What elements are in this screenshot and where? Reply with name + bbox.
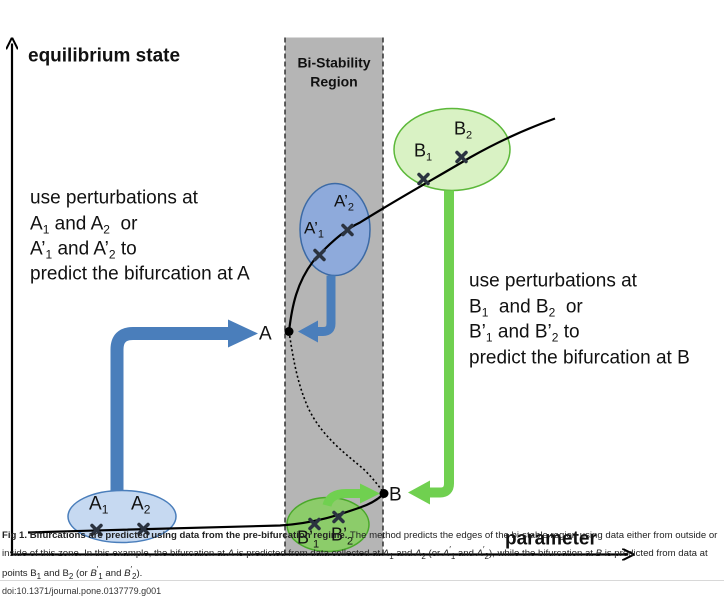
caption-text: is predicted from data at points B (2, 547, 708, 580)
caption-text: and (393, 547, 415, 559)
green-arrow-right (428, 190, 454, 498)
x-marker-a2 (137, 522, 150, 536)
caption-italic: A (476, 547, 484, 559)
separator-line (0, 580, 724, 581)
caption-sub: 2 (132, 572, 137, 582)
x-marker-b2 (455, 150, 468, 164)
label-b2-prime: B’2 (331, 525, 353, 548)
caption-sub: 2 (484, 551, 489, 561)
ellipse-b (393, 107, 511, 192)
region-label-line2: Region (310, 74, 357, 90)
green-arrow-right-head (408, 480, 430, 505)
x-marker-a1 (90, 523, 103, 537)
caption-sub: 1 (450, 551, 456, 561)
label-b1-prime: B’1 (297, 528, 319, 551)
right-text-line3: B’1 and B’2 to (469, 322, 580, 345)
region-label-line1: Bi-Stability (297, 55, 370, 71)
blue-arrow-left-head (228, 319, 258, 348)
point-a-label: A (259, 324, 272, 345)
right-text-line2: B1 and B2 or (469, 297, 583, 320)
point-a-dot (284, 327, 294, 336)
x-marker-a1-prime (313, 248, 326, 262)
left-text-line4: predict the bifurcation at A (30, 264, 250, 285)
x-marker-b2-prime (332, 510, 345, 524)
caption-sup: ′ (96, 565, 99, 575)
x-marker-a2-prime (341, 223, 354, 237)
label-a1: A1 (89, 494, 109, 517)
left-text-line2: A1 and A2 or (30, 214, 138, 237)
caption-text: and B (41, 568, 69, 580)
label-b2: B2 (454, 119, 472, 142)
caption-text: and (455, 547, 477, 559)
caption-sub: 1 (98, 572, 103, 582)
point-b-dot (379, 489, 389, 498)
blue-arrow-left (110, 327, 230, 491)
caption-text: and (102, 568, 125, 580)
caption-sub: 2 (68, 572, 74, 582)
caption-sup: ′ (483, 544, 485, 554)
caption-text: The method predicts the edges of the bi-… (2, 530, 718, 559)
caption-sup: ′ (130, 565, 133, 575)
right-text-block: use perturbations at B1 and B2 or B’1 an… (469, 271, 690, 369)
caption-text: ). (136, 568, 143, 580)
caption-italic: B (124, 568, 131, 580)
upper-branch (287, 117, 556, 332)
label-a1-prime: A’1 (304, 219, 324, 241)
green-arrow-left (322, 489, 362, 507)
caption-italic: A (382, 547, 390, 559)
x-marker-b1-prime (308, 517, 321, 531)
caption-italic: B (595, 547, 603, 559)
left-text-line1: use perturbations at (30, 188, 199, 209)
caption-sup: ′ (449, 544, 451, 554)
caption-text: (or (73, 568, 91, 580)
left-text-block: use perturbations at A1 and A2 or A’1 an… (30, 188, 250, 285)
caption-text: (or (425, 547, 443, 559)
caption-text: ), while the bifurcation at (488, 547, 596, 559)
caption-sub: 2 (421, 551, 426, 561)
blue-arrow-right-head (298, 320, 318, 343)
green-arrow-left-head (360, 483, 380, 504)
doi-link[interactable]: doi:10.1371/journal.pone.0137779.g001 (2, 586, 162, 596)
caption-italic: A (442, 547, 450, 559)
y-axis-label: equilibrium state (28, 46, 180, 67)
x-marker-b1 (417, 172, 430, 186)
caption-text: is predicted from data collected at (234, 547, 383, 559)
left-text-line3: A’1 and A’2 to (30, 239, 137, 262)
label-b1: B1 (414, 141, 432, 164)
label-a2: A2 (131, 494, 151, 517)
x-axis-label: parameter (505, 529, 597, 550)
caption-italic: A (227, 547, 234, 559)
caption-sub: 1 (36, 572, 42, 582)
caption-sub: 1 (389, 551, 394, 561)
caption-italic: A (414, 547, 422, 559)
right-text-line1: use perturbations at (469, 271, 638, 292)
figure-caption: Fig 1. Bifurcations are predicted using … (2, 529, 718, 584)
right-text-line4: predict the bifurcation at B (469, 348, 690, 369)
caption-title: Fig 1. Bifurcations are predicted using … (2, 530, 348, 541)
caption-italic: B (90, 568, 97, 580)
blue-arrow-right (316, 275, 336, 336)
label-a2-prime: A’2 (334, 192, 354, 214)
point-b-label: B (389, 485, 402, 506)
lower-branch (27, 492, 385, 534)
